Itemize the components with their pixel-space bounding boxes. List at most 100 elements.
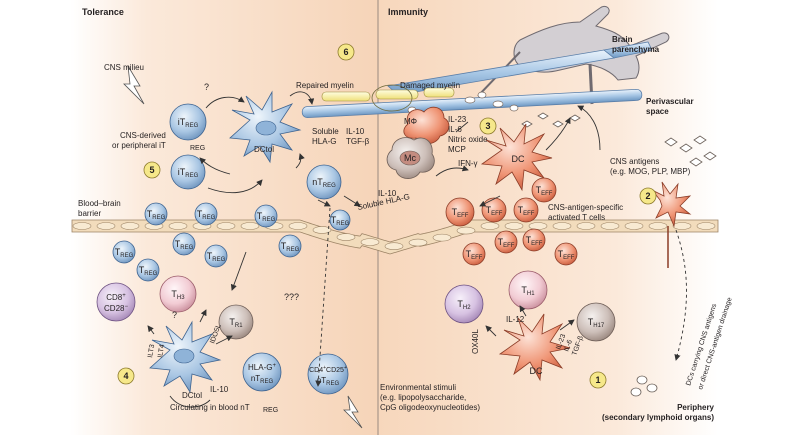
dctol-cns-label: DCtol bbox=[254, 145, 274, 154]
endothelial-cell bbox=[528, 222, 548, 230]
dc-immunity-cns: DC bbox=[480, 123, 553, 192]
il10-mid-label: IL-10 bbox=[378, 189, 397, 198]
activated-t-1: CNS-antigen-specific bbox=[548, 203, 623, 212]
circulating-sub: REG bbox=[263, 407, 278, 414]
teff-4-label: TEFF bbox=[536, 185, 553, 197]
tr1-cell-label: TR1 bbox=[229, 317, 243, 329]
treg-small-6: TREG bbox=[172, 232, 196, 256]
teff-6-label: TEFF bbox=[498, 237, 515, 249]
cd4cd25-label: CD4+CD25+ bbox=[309, 365, 347, 374]
th17-cell: TH17 bbox=[576, 302, 616, 342]
dctol-periphery-label: DCtol bbox=[182, 391, 202, 400]
treg-small-5: TREG bbox=[112, 240, 136, 264]
env-stimuli-1: Environmental stimuli bbox=[380, 383, 456, 392]
teff-7: TEFF bbox=[522, 228, 546, 252]
th2-cell-label: TH2 bbox=[457, 299, 471, 311]
ifng-label: IFN-γ bbox=[458, 159, 478, 168]
treg-small-4-label: TREG bbox=[331, 215, 350, 227]
step-number-label: 4 bbox=[123, 371, 128, 381]
step-3: 3 bbox=[479, 117, 497, 135]
myelin-sheath bbox=[321, 84, 455, 112]
endothelial-cell bbox=[624, 222, 644, 230]
th1-cell: TH1 bbox=[508, 270, 548, 310]
treg-small-1-label: TREG bbox=[147, 209, 166, 221]
treg-small-9: TREG bbox=[136, 258, 160, 282]
th3-cell-label: TH3 bbox=[171, 289, 185, 301]
endothelial-cell bbox=[168, 222, 188, 230]
endothelial-cell bbox=[672, 222, 692, 230]
treg-small-8: TREG bbox=[278, 234, 302, 258]
macrophage: MΦ bbox=[403, 106, 450, 145]
dctol-cns: DCtol bbox=[229, 90, 302, 164]
il10-tgfb-2: TGF-β bbox=[346, 137, 370, 146]
treg-small-8-label: TREG bbox=[281, 241, 300, 253]
treg-small-6-label: TREG bbox=[175, 239, 194, 251]
ilt3-label: ILT3 bbox=[147, 344, 156, 359]
teff-5: TEFF bbox=[462, 242, 486, 266]
dc-migrating bbox=[651, 181, 692, 268]
endothelial-cell bbox=[240, 222, 260, 230]
treg-small-3-label: TREG bbox=[257, 211, 276, 223]
cytokine-2: IL-6 bbox=[448, 125, 462, 134]
endothelial-cell bbox=[312, 226, 332, 234]
circulating-label: Circulating in blood nT bbox=[170, 403, 250, 412]
endothelial-cell bbox=[696, 222, 716, 230]
endothelial-cell bbox=[336, 233, 356, 241]
step-number-label: 3 bbox=[485, 121, 490, 131]
perivascular-1: Perivascular bbox=[646, 97, 694, 106]
th2-cell: TH2 bbox=[444, 284, 484, 324]
endothelial-cell bbox=[600, 222, 620, 230]
microglia: Mc bbox=[386, 137, 435, 179]
question-mark: ? bbox=[204, 82, 209, 92]
ox40l-label: OX40L bbox=[471, 329, 480, 354]
teff-8: TEFF bbox=[554, 242, 578, 266]
step-2: 2 bbox=[639, 187, 657, 205]
endothelial-cell bbox=[480, 222, 500, 230]
dc-periphery-label: DC bbox=[530, 366, 543, 376]
tr1-cell: TR1 bbox=[218, 304, 254, 340]
cns-derived-1: CNS-derived bbox=[120, 131, 166, 140]
cytokine-4: MCP bbox=[448, 145, 466, 154]
cns-antigens-2: (e.g. MOG, PLP, MBP) bbox=[610, 167, 691, 176]
question-mark-bottom: ? bbox=[172, 310, 177, 320]
endothelial-cell bbox=[552, 222, 572, 230]
treg-small-4: TREG bbox=[329, 209, 351, 231]
cns-derived-2: or peripheral iT bbox=[112, 141, 166, 150]
teff-7-label: TEFF bbox=[526, 235, 543, 247]
macrophage-label: MΦ bbox=[404, 117, 417, 126]
endothelial-cell bbox=[384, 242, 404, 250]
endothelial-cell bbox=[120, 222, 140, 230]
step-6: 6 bbox=[337, 43, 355, 61]
teff-2: TEFF bbox=[481, 197, 507, 223]
bbb-label-2: barrier bbox=[78, 209, 101, 218]
env-stimuli-3: CpG oligodeoxynucleotides) bbox=[380, 403, 480, 412]
teff-8-label: TEFF bbox=[558, 249, 575, 261]
endothelial-cell bbox=[96, 222, 116, 230]
env-stimuli-2: (e.g. lipopolysaccharide, bbox=[380, 393, 466, 402]
cd28-label: CD28− bbox=[104, 304, 128, 313]
cd4cd25-cell: CD4+CD25+nTREG bbox=[307, 353, 349, 395]
hlag-ntreg-cell: HLA-G+nTREG bbox=[242, 352, 282, 392]
th3-cell: TH3 bbox=[159, 275, 197, 313]
soluble-hlag-top-1: Soluble bbox=[312, 127, 339, 136]
th1-cell-label: TH1 bbox=[521, 285, 535, 297]
immunity-title: Immunity bbox=[388, 7, 428, 17]
endothelial-cell bbox=[216, 222, 236, 230]
periphery-2: (secondary lymphoid organs) bbox=[602, 413, 714, 422]
teff-3: TEFF bbox=[513, 197, 539, 223]
periphery-1: Periphery bbox=[677, 403, 714, 412]
endothelial-cell bbox=[456, 226, 476, 235]
step-4: 4 bbox=[117, 367, 135, 385]
endothelial-cell bbox=[504, 222, 524, 230]
right-cytokine-2: IL-6 bbox=[563, 339, 574, 353]
endothelial-cell bbox=[408, 238, 428, 247]
treg-small-3: TREG bbox=[254, 204, 278, 228]
il10-bottom-label: IL-10 bbox=[210, 385, 229, 394]
step-number-label: 2 bbox=[645, 191, 650, 201]
step-number-label: 5 bbox=[149, 165, 154, 175]
treg-small-7: TREG bbox=[204, 244, 228, 268]
hlag-label: HLA-G+ bbox=[248, 363, 276, 372]
